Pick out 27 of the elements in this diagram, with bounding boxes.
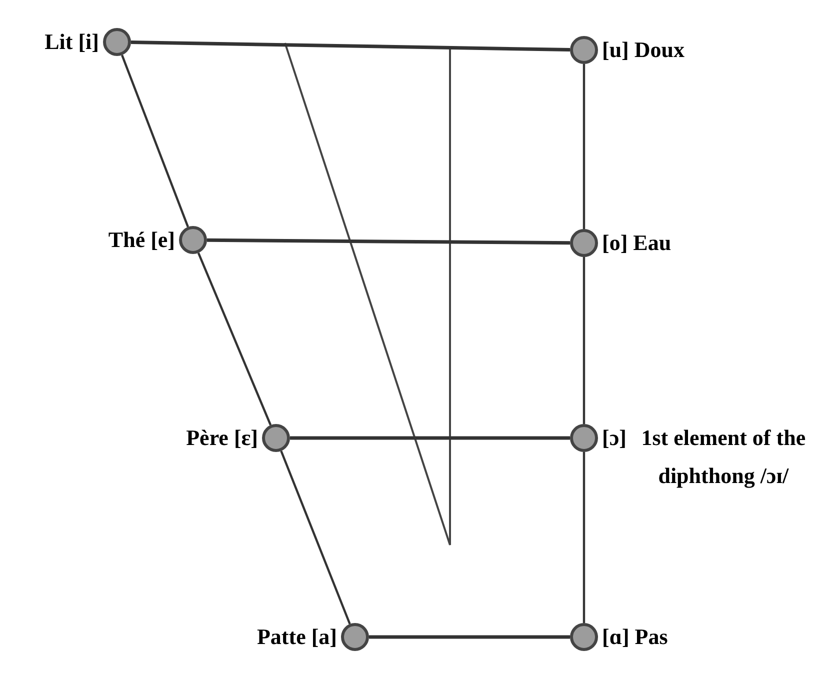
connector-line <box>369 635 570 639</box>
vowel-label: Thé [e] <box>108 226 175 254</box>
connector-line <box>130 40 570 52</box>
connector-line <box>582 452 586 623</box>
vowel-point <box>570 36 598 64</box>
connector-line <box>120 54 190 228</box>
vowel-label: [o] Eau <box>602 229 672 257</box>
vowel-label: [u] Doux <box>602 36 685 64</box>
connector-line <box>290 436 570 440</box>
vowel-point <box>103 28 131 56</box>
vowel-point <box>341 623 369 651</box>
vowel-label: Père [ɛ] <box>186 424 258 452</box>
vowel-point <box>570 424 598 452</box>
connector-line <box>197 252 272 426</box>
connector-line <box>206 238 570 245</box>
connector-line <box>582 64 586 229</box>
vowel-label: [ɔ] <box>602 424 626 452</box>
vowel-label: [ɑ] Pas <box>602 623 668 651</box>
vowel-label: Patte [a] <box>256 623 337 651</box>
connector-line <box>582 257 586 424</box>
connector-line <box>280 450 351 624</box>
vowel-point <box>570 229 598 257</box>
vowel-point <box>179 226 207 254</box>
vowel-label: 1st element of the diphthong /ɔɪ/ <box>640 424 807 490</box>
vowel-label: Lit [i] <box>44 28 99 56</box>
vowel-point <box>262 424 290 452</box>
vowel-point <box>570 623 598 651</box>
